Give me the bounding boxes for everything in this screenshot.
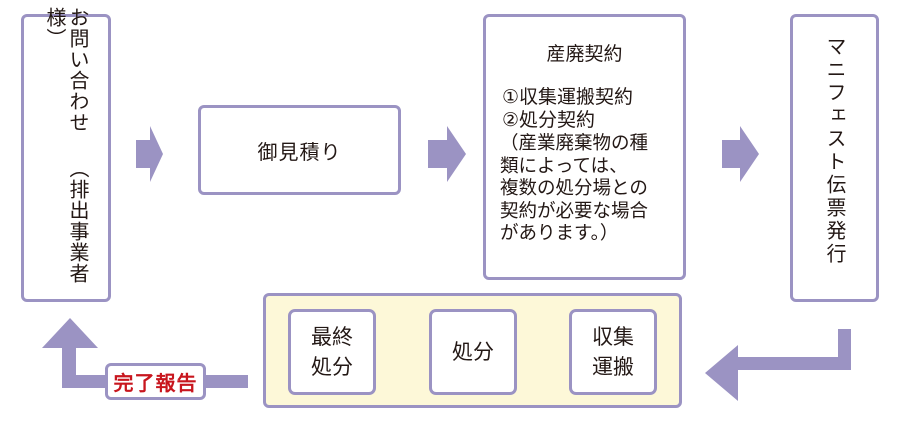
note-line: （産業廃棄物の種 xyxy=(500,133,649,154)
step-disposal: 処分 xyxy=(429,309,517,395)
step-label: 運搬 xyxy=(592,355,634,379)
contract-note: （産業廃棄物の種 類によっては、 複数の処分場との 契約が必要な場合 があります… xyxy=(500,133,683,246)
completion-report-label: 完了報告 xyxy=(105,363,206,400)
return-arrow-icon xyxy=(705,329,851,401)
contract-items: ①収集運搬契約 ②処分契約 xyxy=(502,86,683,131)
arrow-right-icon xyxy=(428,126,466,182)
note-line: 類によっては、 xyxy=(500,155,628,177)
process-panel: 最終 処分 処分 収集 運搬 xyxy=(263,293,682,408)
note-line: 複数の処分場との xyxy=(500,178,648,199)
step-label: 最終 xyxy=(311,325,353,349)
step-inquiry: お問い合わせ （排出事業者様） xyxy=(21,7,111,302)
contract-item: ①収集運搬契約 xyxy=(502,86,634,108)
contract-title: 産廃契約 xyxy=(546,43,623,65)
arrow-right-icon xyxy=(136,126,163,182)
note-line: 契約が必要な場合 xyxy=(500,200,649,222)
arrow-right-icon xyxy=(722,126,759,182)
report-text: 完了報告 xyxy=(113,371,198,395)
step-label: 収集 xyxy=(592,325,634,349)
step-contract: 産廃契約 ①収集運搬契約 ②処分契約 （産業廃棄物の種 類によっては、 複数の処… xyxy=(483,14,686,280)
contract-item: ②処分契約 xyxy=(502,108,596,131)
arrow-up-icon xyxy=(42,318,248,388)
inquiry-title: お問い合わせ xyxy=(66,7,90,133)
step-final-disposal: 最終 処分 xyxy=(288,309,376,395)
estimate-label: 御見積り xyxy=(257,139,342,164)
step-label: 処分 xyxy=(311,355,353,379)
step-label: 処分 xyxy=(452,340,494,364)
step-manifest: マニフェスト伝票発行 xyxy=(790,14,879,302)
step-collection-transport: 収集 運搬 xyxy=(569,309,657,395)
note-line: があります。） xyxy=(500,223,619,244)
manifest-label: マニフェスト伝票発行 xyxy=(823,36,847,266)
step-estimate: 御見積り xyxy=(198,105,401,195)
inquiry-subtitle: （排出事業者様） xyxy=(43,7,90,284)
